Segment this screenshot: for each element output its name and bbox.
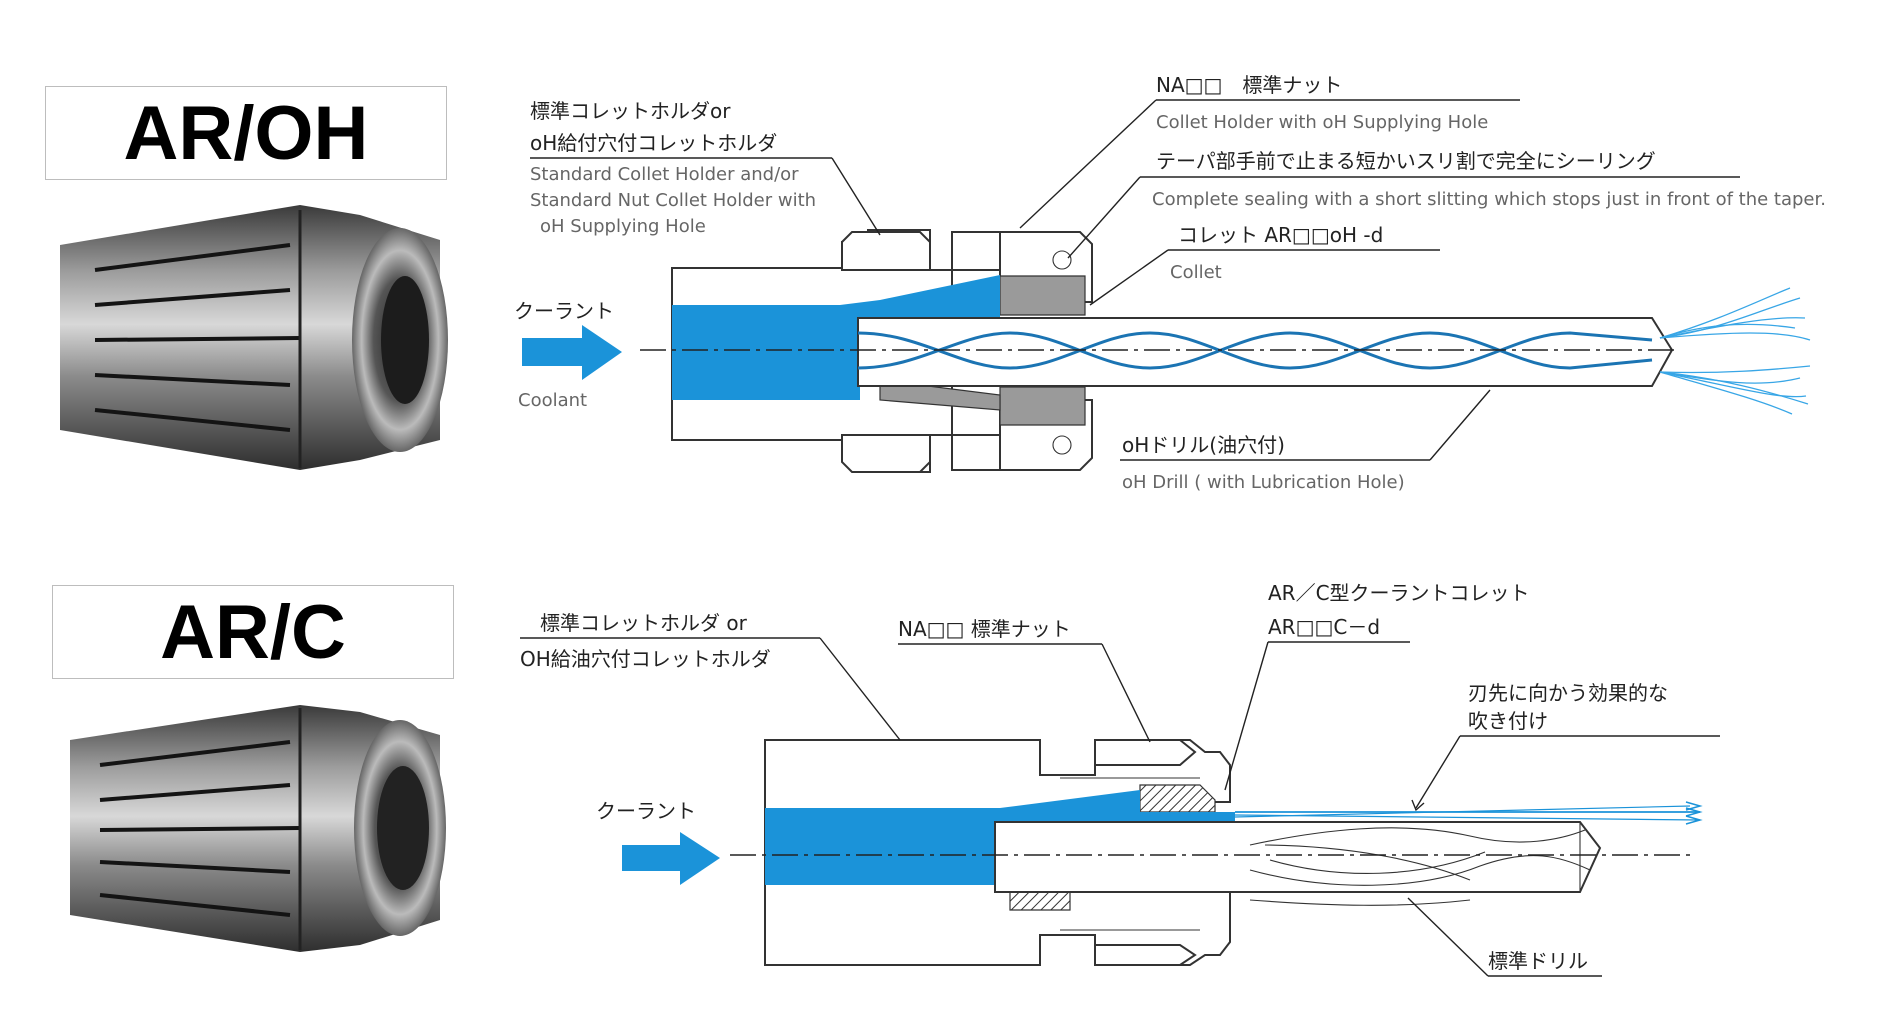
bottom-nut-jp: NA□□ 標準ナット	[898, 617, 1071, 641]
bottom-drill-jp: 標準ドリル	[1488, 949, 1588, 973]
bottom-spray-jp-1: 刃先に向かう効果的な	[1468, 681, 1668, 705]
top-holder-jp-1: 標準コレットホルダor	[530, 99, 731, 123]
top-collet-jp: コレット AR□□oH -d	[1178, 223, 1383, 247]
bottom-collet-photo-icon	[70, 705, 446, 952]
top-drill-jp: oHドリル(油穴付)	[1122, 433, 1285, 457]
bottom-collet-hatch	[1139, 784, 1216, 813]
top-coolant-jp: クーラント	[514, 299, 614, 323]
top-title-box: AR/OH	[45, 86, 447, 180]
bottom-spray-jp-2: 吹き付け	[1468, 709, 1548, 733]
bottom-collet-jp-2: AR□□C－d	[1268, 615, 1380, 639]
top-coolant-en: Coolant	[518, 390, 587, 411]
top-coolant-fill	[672, 275, 1000, 400]
top-title: AR/OH	[123, 90, 369, 176]
bottom-spray	[1234, 801, 1703, 825]
top-collet-en: Collet	[1170, 262, 1222, 283]
top-holder-en-3: oH Supplying Hole	[540, 216, 706, 237]
top-holder-en-1: Standard Collet Holder and/or	[530, 164, 799, 185]
bottom-coolant-arrow-icon	[622, 832, 720, 885]
top-coolant-arrow-icon	[522, 325, 622, 380]
top-diagram	[522, 229, 1811, 473]
bottom-drill	[994, 821, 1602, 893]
top-slit-jp: テーパ部手前で止まる短かいスリ割で完全にシーリング	[1156, 149, 1656, 173]
bottom-coolant-jp: クーラント	[596, 799, 696, 823]
top-holder-en-2: Standard Nut Collet Holder with	[530, 190, 816, 211]
bottom-title: AR/C	[160, 589, 346, 675]
top-collet-photo-icon	[60, 205, 448, 470]
top-drill	[857, 317, 1674, 387]
top-collet-grey	[999, 275, 1086, 316]
bottom-diagram	[622, 739, 1703, 966]
top-nut-jp: NA□□ 標準ナット	[1156, 73, 1342, 97]
bottom-holder-jp-1: 標準コレットホルダ or	[540, 611, 748, 635]
bottom-collet-jp-1: AR／C型クーラントコレット	[1268, 581, 1530, 605]
top-holder-jp-2: oH給付穴付コレットホルダ	[530, 131, 777, 155]
bottom-holder-jp-2: OH給油穴付コレットホルダ	[520, 647, 771, 671]
top-slit-en: Complete sealing with a short slitting w…	[1152, 189, 1826, 210]
bottom-title-box: AR/C	[52, 585, 454, 679]
top-nut-en: Collet Holder with oH Supplying Hole	[1156, 112, 1488, 133]
top-drill-en: oH Drill ( with Lubrication Hole)	[1122, 472, 1405, 493]
bottom-coolant-fill	[765, 790, 1235, 885]
top-spray	[1659, 287, 1811, 415]
